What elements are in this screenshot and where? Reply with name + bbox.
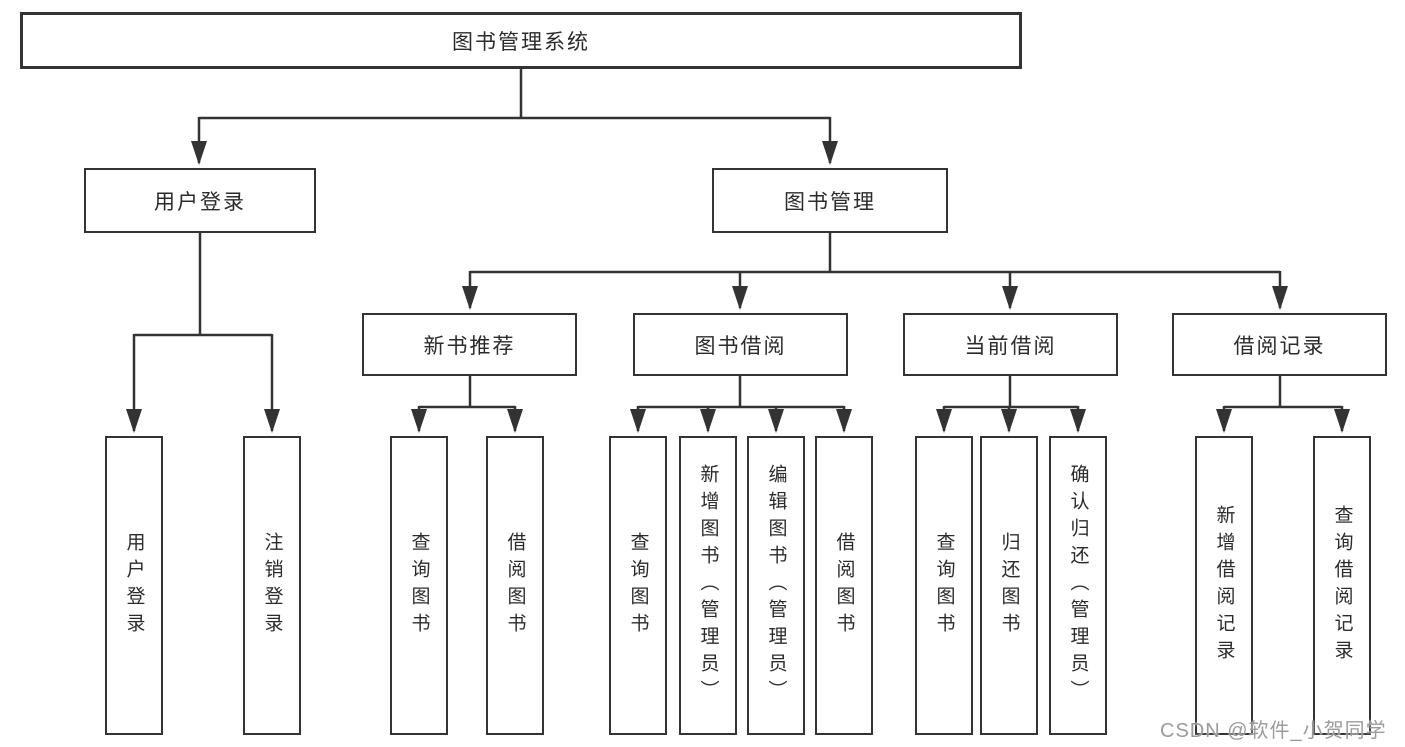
leaf-br-query-record-label: 查询借阅记录 bbox=[1331, 504, 1353, 667]
leaf-cb-return-book-label: 归还图书 bbox=[998, 531, 1020, 640]
node-book-borrow: 图书借阅 bbox=[633, 313, 848, 376]
leaf-br-query-record: 查询借阅记录 bbox=[1313, 436, 1371, 735]
node-book-management: 图书管理 bbox=[712, 168, 948, 233]
leaf-bb-borrow-book-label: 借阅图书 bbox=[833, 531, 855, 640]
leaf-nbr-borrow-book: 借阅图书 bbox=[486, 436, 544, 735]
leaf-bb-edit-book-admin-label: 编辑图书（管理员） bbox=[765, 464, 787, 707]
leaf-bb-borrow-book: 借阅图书 bbox=[815, 436, 873, 735]
leaf-bb-query-book-label: 查询图书 bbox=[627, 531, 649, 640]
node-current-borrow-label: 当前借阅 bbox=[964, 334, 1057, 358]
leaf-br-add-record-label: 新增借阅记录 bbox=[1213, 504, 1235, 667]
node-borrow-records-label: 借阅记录 bbox=[1233, 334, 1326, 358]
leaf-bb-edit-book-admin: 编辑图书（管理员） bbox=[747, 436, 805, 735]
leaf-cb-query-book-label: 查询图书 bbox=[933, 531, 955, 640]
leaf-logout: 注销登录 bbox=[243, 436, 301, 735]
leaf-cb-confirm-return-admin-label: 确认归还（管理员） bbox=[1067, 464, 1089, 707]
node-new-book-recommend: 新书推荐 bbox=[362, 313, 577, 376]
leaf-user-login: 用户登录 bbox=[105, 436, 163, 735]
leaf-logout-label: 注销登录 bbox=[261, 531, 283, 640]
leaf-br-add-record: 新增借阅记录 bbox=[1195, 436, 1253, 735]
watermark: CSDN @软件_小贺同学 bbox=[1160, 720, 1387, 742]
node-book-borrow-label: 图书借阅 bbox=[694, 334, 787, 358]
leaf-user-login-label: 用户登录 bbox=[123, 531, 145, 640]
leaf-nbr-query-book: 查询图书 bbox=[390, 436, 448, 735]
node-borrow-records: 借阅记录 bbox=[1172, 313, 1387, 376]
node-user-login: 用户登录 bbox=[84, 168, 316, 233]
leaf-nbr-borrow-book-label: 借阅图书 bbox=[504, 531, 526, 640]
leaf-cb-confirm-return-admin: 确认归还（管理员） bbox=[1049, 436, 1107, 735]
leaf-nbr-query-book-label: 查询图书 bbox=[408, 531, 430, 640]
node-root-label: 图书管理系统 bbox=[452, 30, 590, 54]
leaf-cb-query-book: 查询图书 bbox=[915, 436, 973, 735]
leaf-bb-query-book: 查询图书 bbox=[609, 436, 667, 735]
leaf-cb-return-book: 归还图书 bbox=[980, 436, 1038, 735]
node-user-login-label: 用户登录 bbox=[154, 190, 246, 214]
leaf-bb-add-book-admin-label: 新增图书（管理员） bbox=[697, 464, 719, 707]
node-book-management-label: 图书管理 bbox=[784, 190, 876, 214]
node-new-book-recommend-label: 新书推荐 bbox=[423, 334, 516, 358]
leaf-bb-add-book-admin: 新增图书（管理员） bbox=[679, 436, 737, 735]
node-root: 图书管理系统 bbox=[20, 12, 1022, 69]
node-current-borrow: 当前借阅 bbox=[903, 313, 1118, 376]
